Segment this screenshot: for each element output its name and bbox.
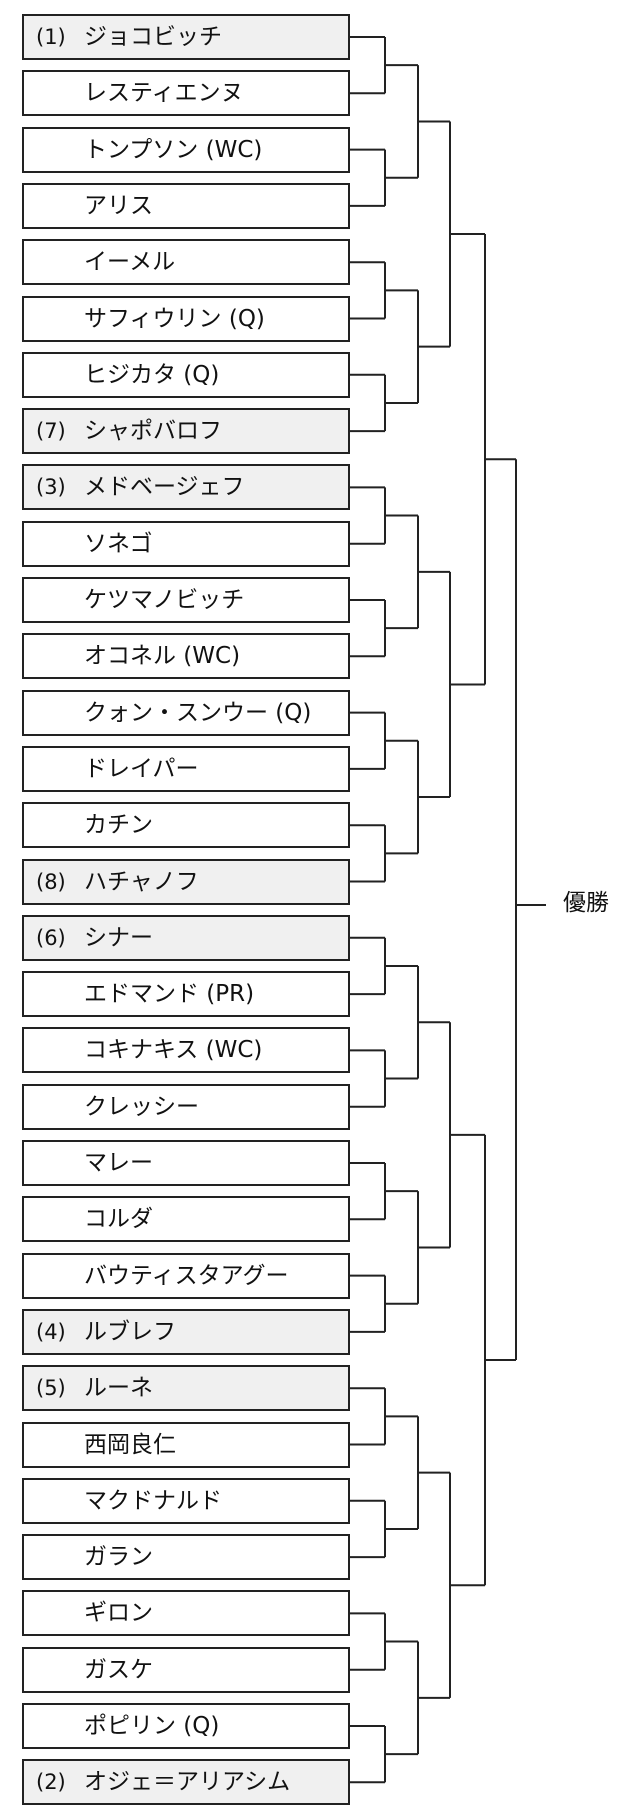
player-name: エドマンド (PR) — [84, 981, 255, 1008]
player-name: ケツマノビッチ — [84, 587, 245, 613]
bracket-entry: アリス — [22, 182, 350, 229]
bracket-entry: (1) ジョコビッチ — [22, 14, 350, 60]
bracket-entry: オコネル (WC) — [22, 633, 350, 680]
player-name: オジェ＝アリアシム — [84, 1769, 291, 1796]
bracket-entry: マレー — [22, 1140, 350, 1186]
bracket-entry: (3) メドベージェフ — [22, 464, 350, 511]
bracket-entry: ガスケ — [22, 1646, 350, 1693]
bracket-entry: バウティスタアグー — [22, 1252, 350, 1299]
bracket-entry: 西岡良仁 — [22, 1421, 350, 1468]
bracket-entry: ギロン — [22, 1590, 350, 1637]
bracket-entry: サフィウリン (Q) — [22, 295, 350, 342]
bracket-entry: クレッシー — [22, 1083, 350, 1130]
bracket-entry: (7) シャポバロフ — [22, 408, 350, 455]
player-name: ハチャノフ — [84, 868, 199, 895]
player-name: サフィウリン (Q) — [84, 305, 265, 332]
player-name: バウティスタアグー — [84, 1262, 289, 1289]
player-name: メドベージェフ — [84, 474, 245, 501]
player-name: シャポバロフ — [84, 418, 222, 445]
bracket-entry: クォン・スンウー (Q) — [22, 689, 350, 736]
bracket-entry: (8) ハチャノフ — [22, 858, 350, 905]
bracket-entry: (4) ルブレフ — [22, 1308, 350, 1355]
player-name: 西岡良仁 — [84, 1431, 176, 1458]
player-name: カチン — [84, 812, 153, 839]
bracket-entry: (6) シナー — [22, 914, 350, 961]
seed-number: (5) — [36, 1376, 66, 1401]
winner-label: 優勝 — [563, 890, 609, 916]
player-name: クォン・スンウー (Q) — [84, 699, 312, 726]
winner-connector — [516, 904, 546, 906]
seed-number: (6) — [36, 925, 66, 950]
player-name: ギロン — [84, 1600, 153, 1627]
player-name: コルダ — [84, 1206, 153, 1233]
player-name: ヒジカタ (Q) — [84, 361, 220, 388]
player-name: ジョコビッチ — [84, 24, 222, 50]
player-name: ガスケ — [84, 1656, 153, 1683]
bracket-entry: カチン — [22, 802, 350, 849]
bracket-entry: ポピリン (Q) — [22, 1703, 350, 1749]
bracket-entry: ドレイパー — [22, 745, 350, 792]
player-name: ルブレフ — [84, 1318, 176, 1345]
player-name: シナー — [84, 924, 153, 951]
seed-number: (7) — [36, 419, 66, 444]
player-name: トンプソン (WC) — [84, 136, 263, 163]
bracket-entry: コルダ — [22, 1196, 350, 1243]
seed-number: (2) — [36, 1770, 66, 1795]
player-name: クレッシー — [84, 1093, 199, 1120]
player-name: ドレイパー — [84, 755, 199, 782]
player-name: ガラン — [84, 1544, 153, 1571]
bracket-entry: ソネゴ — [22, 520, 350, 567]
bracket-entry: マクドナルド — [22, 1477, 350, 1524]
bracket-entry: イーメル — [22, 239, 350, 286]
player-name: コキナキス (WC) — [84, 1037, 263, 1064]
bracket-entry: ガラン — [22, 1534, 350, 1581]
player-name: マクドナルド — [84, 1487, 222, 1514]
bracket-entry: エドマンド (PR) — [22, 971, 350, 1018]
bracket-entry: (2) オジェ＝アリアシム — [22, 1759, 350, 1806]
bracket-entry: トンプソン (WC) — [22, 126, 350, 173]
player-name: マレー — [84, 1150, 153, 1176]
player-name: イーメル — [84, 249, 176, 276]
seed-number: (1) — [36, 25, 66, 49]
bracket-entry: ケツマノビッチ — [22, 577, 350, 623]
bracket-entry: コキナキス (WC) — [22, 1027, 350, 1074]
bracket-entry: (5) ルーネ — [22, 1365, 350, 1412]
seed-number: (3) — [36, 475, 66, 500]
seed-number: (4) — [36, 1319, 66, 1344]
player-name: アリス — [84, 192, 153, 219]
player-name: ソネゴ — [84, 530, 153, 557]
player-name: ルーネ — [84, 1375, 153, 1402]
bracket-entry: レスティエンヌ — [22, 70, 350, 117]
player-name: オコネル (WC) — [84, 643, 241, 670]
bracket-entry: ヒジカタ (Q) — [22, 351, 350, 398]
seed-number: (8) — [36, 869, 66, 894]
player-name: レスティエンヌ — [84, 80, 244, 107]
player-name: ポピリン (Q) — [84, 1713, 220, 1739]
